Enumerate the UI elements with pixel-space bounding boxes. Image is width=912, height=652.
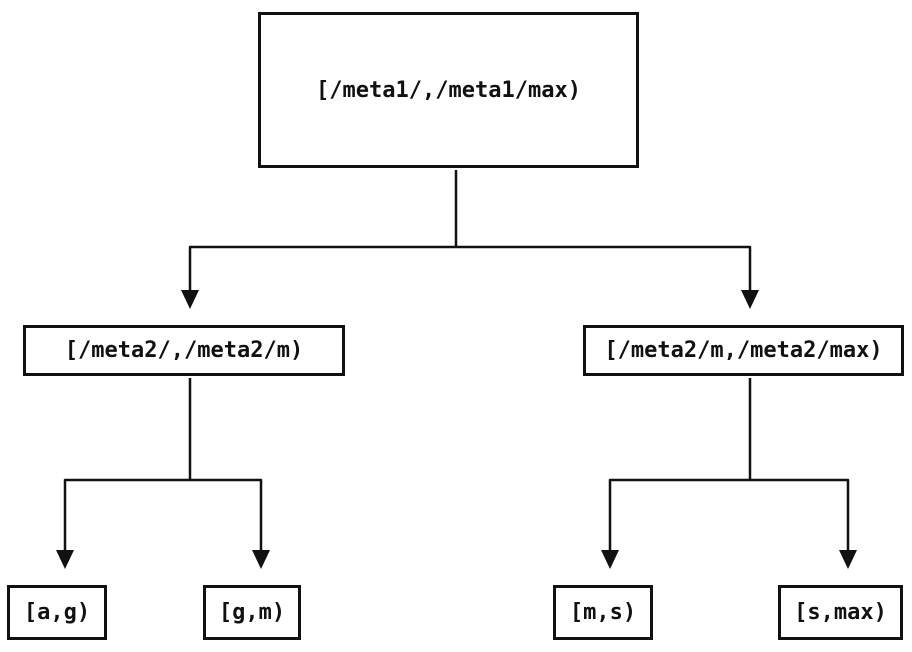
node-meta1-range: [/meta1/,/meta1/max) — [258, 12, 639, 168]
node-meta2-low-range: [/meta2/,/meta2/m) — [23, 325, 345, 376]
edge-left-split — [63, 478, 263, 550]
arrowhead-leaf-g-m — [252, 550, 270, 569]
node-label: [/meta2/,/meta2/m) — [64, 338, 304, 363]
arrowhead-leaf-m-s — [601, 550, 619, 569]
node-label: [a,g) — [23, 600, 91, 625]
arrowhead-leaf-s-max — [839, 550, 857, 569]
node-label: [m,s) — [569, 600, 637, 625]
node-leaf-m-s: [m,s) — [553, 585, 653, 640]
edge-right-split — [608, 478, 850, 550]
arrowhead-leaf-a-g — [56, 550, 74, 569]
node-label: [s,max) — [794, 600, 887, 625]
arrowhead-meta2-low — [181, 290, 199, 309]
node-label: [/meta1/,/meta1/max) — [316, 77, 581, 103]
node-leaf-s-max: [s,max) — [778, 585, 903, 640]
arrowhead-meta2-high — [741, 290, 759, 309]
node-label: [/meta2/m,/meta2/max) — [604, 338, 883, 363]
edge-root-split — [188, 245, 752, 290]
node-meta2-high-range: [/meta2/m,/meta2/max) — [583, 325, 904, 376]
node-leaf-a-g: [a,g) — [7, 585, 107, 640]
node-label: [g,m) — [218, 600, 286, 625]
node-leaf-g-m: [g,m) — [203, 585, 301, 640]
